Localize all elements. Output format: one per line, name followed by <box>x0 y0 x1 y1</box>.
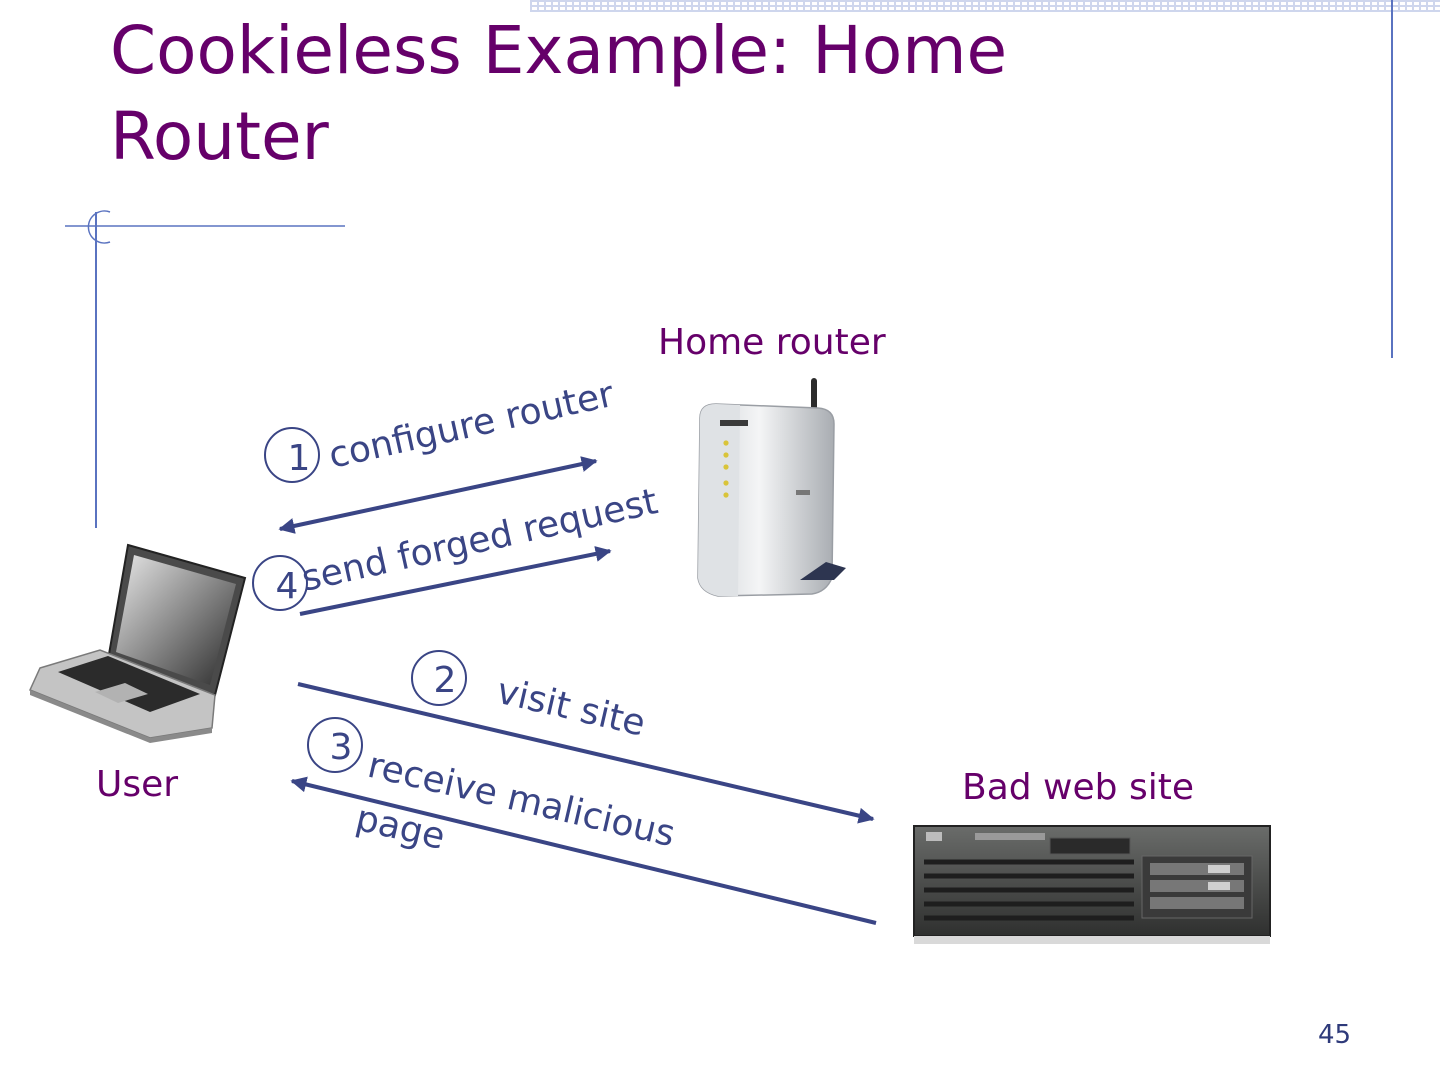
step-3-number: 3 <box>330 727 353 768</box>
step-2-number: 2 <box>434 660 457 701</box>
server-label: Bad web site <box>962 767 1194 808</box>
router-label: Home router <box>658 322 886 363</box>
step-3-label-line2: page <box>352 798 449 858</box>
step-3-badge: 3 <box>307 717 363 773</box>
step-1-label: configure router <box>325 374 618 477</box>
step-4-number: 4 <box>276 566 299 607</box>
step-4-badge: 4 <box>252 555 308 611</box>
step-4-label: send forged request <box>298 481 661 600</box>
user-label: User <box>96 764 179 805</box>
arrow-visit-site <box>297 682 875 824</box>
server-icon <box>913 825 1271 944</box>
step-1-badge: 1 <box>264 427 320 483</box>
page-number: 45 <box>1318 1020 1352 1050</box>
decorative-corner-lines <box>65 210 345 528</box>
decorative-right-line <box>1391 0 1393 358</box>
step-2-badge: 2 <box>411 650 467 706</box>
arrow-receive-malicious-page <box>290 776 877 925</box>
title-line-1: Cookieless Example: Home <box>110 12 1008 89</box>
arrow-configure-router <box>278 456 598 534</box>
slide-title: Cookieless Example: Home Router <box>110 8 1270 180</box>
step-1-number: 1 <box>288 438 311 479</box>
laptop-icon <box>28 543 247 743</box>
title-line-2: Router <box>110 98 329 175</box>
decorative-dot-band <box>530 0 1440 12</box>
arrow-send-forged-request <box>299 546 612 616</box>
router-icon <box>697 378 846 597</box>
